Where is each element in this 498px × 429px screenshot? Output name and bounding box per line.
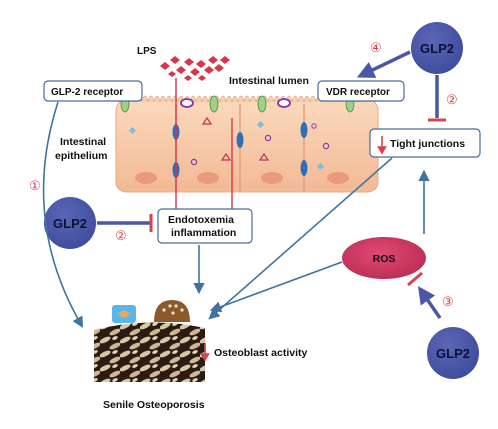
osteoblast-activity-label: Osteoblast activity — [214, 347, 308, 359]
pathway-number-4: ④ — [370, 41, 382, 56]
glp2-label-left: GLP2 — [53, 216, 87, 231]
intestinal-epithelium — [115, 78, 379, 210]
glp2-node-left — [44, 197, 96, 249]
intestinal-lumen-label: Intestinal lumen — [229, 75, 309, 87]
glp2-label-bottom-right: GLP2 — [436, 346, 470, 361]
pathway-number-1: ① — [29, 179, 41, 194]
glp2-label-top-right: GLP2 — [420, 41, 454, 56]
bone-tissue — [94, 300, 205, 382]
glp2-receptor-box — [43, 80, 143, 102]
endotoxemia-label-line1: Endotoxemia — [168, 214, 234, 226]
vdr-receptor-label: VDR receptor — [326, 87, 390, 98]
tight-junctions-label: Tight junctions — [390, 138, 465, 150]
intestinal-epithelium-label-line2: epithelium — [55, 150, 108, 162]
pathway-number-2-right: ② — [446, 93, 458, 108]
endotoxemia-box — [157, 208, 253, 244]
pathway-arrows — [42, 101, 430, 328]
decrease-markers — [200, 136, 387, 362]
lps-label: LPS — [137, 46, 157, 57]
pathway-number-3: ③ — [442, 295, 454, 310]
glp2-action-arrows — [356, 50, 442, 319]
pathway-number-2-left: ② — [115, 229, 127, 244]
glp2-node-top-right — [411, 22, 463, 74]
lps-particles — [160, 56, 230, 81]
ros-label: ROS — [373, 253, 396, 265]
inhibition-arrows — [97, 75, 446, 287]
senile-osteoporosis-label: Senile Osteoporosis — [103, 399, 205, 411]
intestinal-epithelium-label-line1: Intestinal — [60, 136, 106, 148]
glp2-receptor-label: GLP-2 receptor — [51, 87, 123, 98]
tight-junctions-box — [369, 128, 481, 158]
endotoxemia-label-line2: inflammation — [171, 227, 236, 239]
ros-node — [342, 237, 426, 279]
vdr-receptor-box — [317, 80, 405, 102]
glp2-node-bottom-right — [427, 327, 479, 379]
